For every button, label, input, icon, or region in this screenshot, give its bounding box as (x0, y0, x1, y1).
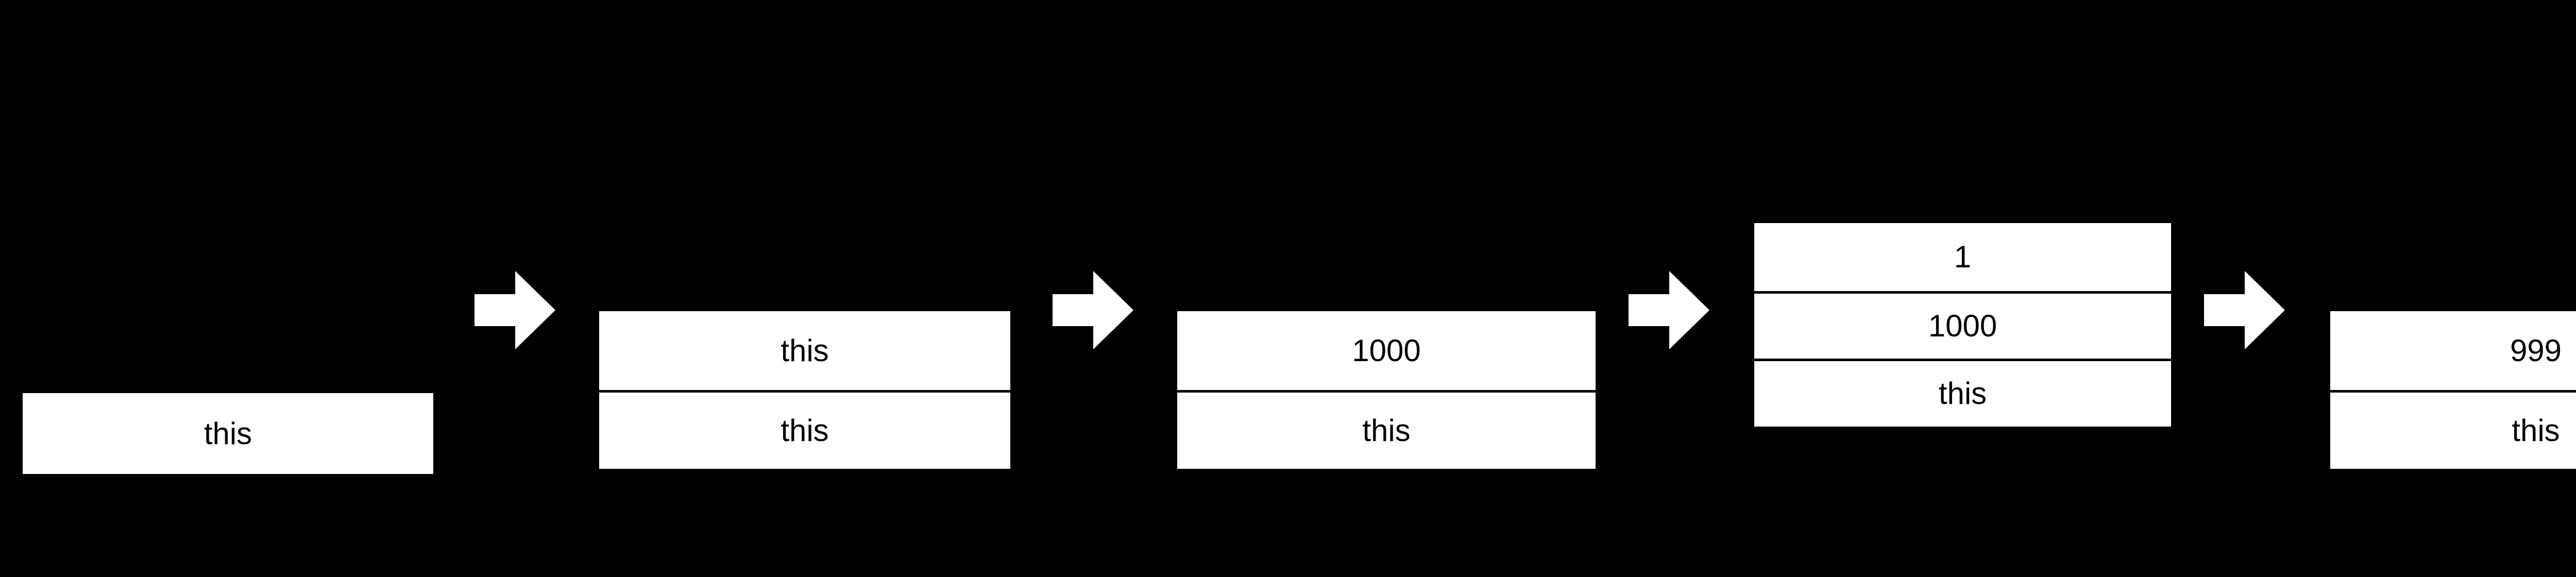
stack-cell: 1 (1754, 223, 2171, 291)
stack-cell: 1000 (1754, 291, 2171, 359)
stack-cell: this (599, 390, 1010, 469)
stack-cell: this (1754, 359, 2171, 427)
stack-frame-step-4: 1 1000 this (1754, 223, 2171, 427)
stack-cell: this (1177, 390, 1596, 469)
stack-cell: 1000 (1177, 311, 1596, 390)
stack-frame-step-3: 1000 this (1177, 311, 1596, 469)
right-arrow-icon (1053, 271, 1133, 349)
right-arrow-icon (474, 271, 555, 349)
stack-cell: 999 (2330, 311, 2576, 390)
stack-cell: this (599, 311, 1010, 390)
stack-frame-step-1: this (23, 393, 433, 474)
stack-frame-step-2: this this (599, 311, 1010, 469)
stack-frame-step-5: 999 this (2330, 311, 2576, 469)
right-arrow-icon (2204, 271, 2285, 349)
stack-cell: this (2330, 390, 2576, 469)
stack-cell: this (23, 393, 433, 474)
right-arrow-icon (1629, 271, 1709, 349)
